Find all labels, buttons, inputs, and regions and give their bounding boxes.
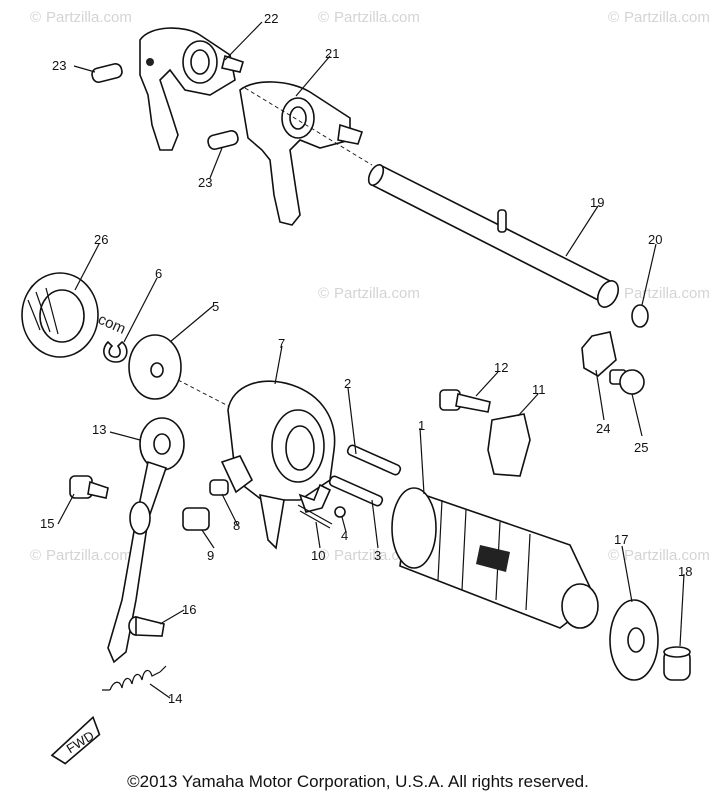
callout-22: 22 bbox=[264, 11, 278, 26]
callout-19: 19 bbox=[590, 195, 604, 210]
callout-12: 12 bbox=[494, 360, 508, 375]
watermark: Partzilla.com bbox=[334, 9, 420, 26]
watermark: Partzilla.com bbox=[624, 547, 710, 564]
shift-lever-13 bbox=[107, 417, 185, 664]
watermark: Partzilla.com bbox=[334, 285, 420, 302]
callout-20: 20 bbox=[648, 232, 662, 247]
callout-5: 5 bbox=[212, 299, 219, 314]
callout-3: 3 bbox=[374, 548, 381, 563]
callout-21: 21 bbox=[325, 46, 339, 61]
watermark: Partzilla.com bbox=[624, 285, 710, 302]
callout-10: 10 bbox=[311, 548, 325, 563]
plate-17 bbox=[609, 599, 659, 681]
watermark: Partzilla.com bbox=[624, 9, 710, 26]
watermark: © bbox=[318, 547, 329, 564]
callout-15: 15 bbox=[40, 516, 54, 531]
clip-10 bbox=[297, 504, 333, 529]
callout-13: 13 bbox=[92, 422, 106, 437]
pin-3 bbox=[328, 475, 384, 507]
guide-bar-19 bbox=[244, 87, 620, 308]
leader-lines bbox=[57, 21, 685, 699]
watermark: © bbox=[30, 9, 41, 26]
shift-drum-1 bbox=[391, 487, 599, 629]
watermark: © bbox=[318, 9, 329, 26]
callout-23: 23 bbox=[52, 58, 66, 73]
spring-14 bbox=[109, 669, 161, 691]
part-8 bbox=[209, 479, 229, 496]
plate-11 bbox=[487, 413, 531, 477]
pin-23-upper bbox=[91, 63, 123, 83]
callout-14: 14 bbox=[168, 691, 182, 706]
copyright-notice: ©2013 Yamaha Motor Corporation, U.S.A. A… bbox=[127, 772, 589, 791]
callout-11: 11 bbox=[532, 382, 546, 397]
callout-26: 26 bbox=[94, 232, 108, 247]
callout-24: 24 bbox=[596, 421, 610, 436]
shift-fork-21 bbox=[239, 81, 364, 226]
callout-4: 4 bbox=[341, 528, 348, 543]
watermark: Partzilla.com bbox=[46, 547, 132, 564]
washer-5 bbox=[128, 334, 182, 400]
fwd-arrow: FWD bbox=[50, 715, 101, 765]
callout-7: 7 bbox=[278, 336, 285, 351]
callout-1: 1 bbox=[418, 418, 425, 433]
bolt-12 bbox=[439, 389, 491, 413]
callout-16: 16 bbox=[182, 602, 196, 617]
callout-23: 23 bbox=[198, 175, 212, 190]
callout-18: 18 bbox=[678, 564, 692, 579]
cap-18 bbox=[663, 646, 691, 681]
callout-2: 2 bbox=[344, 376, 351, 391]
part-9 bbox=[182, 507, 210, 531]
watermark: © bbox=[318, 285, 329, 302]
callouts: 22 23 21 23 19 20 26 6 5 7 2 1 12 11 24 … bbox=[40, 11, 692, 706]
shift-mechanism-diagram: © Partzilla.com © Partzilla.com © Partzi… bbox=[21, 9, 710, 765]
bolt-16 bbox=[128, 615, 165, 637]
stopper-plate-24 bbox=[581, 331, 617, 377]
watermark: © bbox=[608, 547, 619, 564]
circlip-20 bbox=[631, 304, 649, 328]
callout-6: 6 bbox=[155, 266, 162, 281]
segment-7 bbox=[177, 379, 336, 550]
callout-9: 9 bbox=[207, 548, 214, 563]
watermark: © bbox=[30, 547, 41, 564]
screw-25 bbox=[609, 369, 645, 395]
nut-4 bbox=[334, 506, 346, 518]
pin-2 bbox=[346, 444, 402, 476]
callout-8: 8 bbox=[233, 518, 240, 533]
watermark: Partzilla.com bbox=[46, 9, 132, 26]
clip-6 bbox=[103, 340, 128, 363]
spring-hook bbox=[102, 665, 167, 691]
bolt-15 bbox=[69, 475, 109, 499]
pin-23-lower bbox=[207, 130, 239, 150]
shift-fork-22 bbox=[139, 27, 244, 151]
callout-25: 25 bbox=[634, 440, 648, 455]
bearing-26 bbox=[21, 272, 99, 358]
watermark: © bbox=[608, 9, 619, 26]
callout-17: 17 bbox=[614, 532, 628, 547]
